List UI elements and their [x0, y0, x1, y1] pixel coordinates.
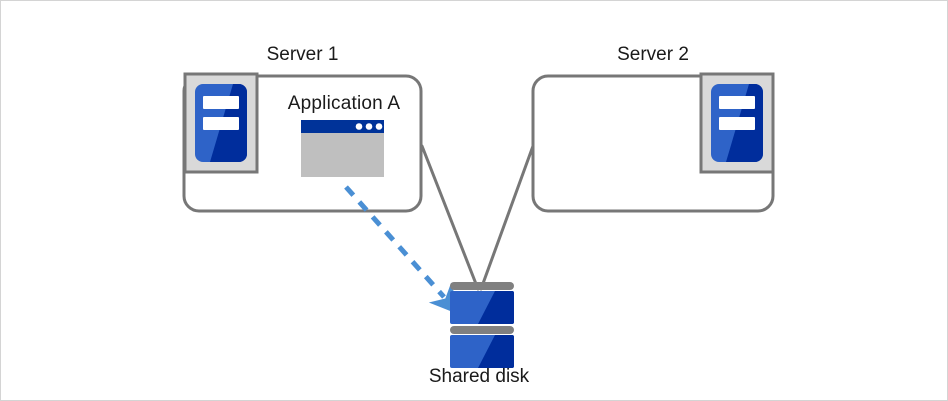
- server-icon: [183, 72, 259, 174]
- server-icon: [699, 72, 775, 174]
- connector-server1-to-disk: [420, 144, 480, 291]
- shared-disk-label: Shared disk: [428, 366, 530, 387]
- application-label: Application A: [287, 93, 401, 114]
- server2-label: Server 2: [617, 44, 689, 65]
- disk-stack-icon[interactable]: [450, 282, 514, 368]
- server1-label: Server 1: [266, 44, 339, 65]
- application-window-icon[interactable]: [301, 120, 384, 177]
- connector-server2-to-disk: [479, 144, 535, 291]
- application-to-disk-arrow: [344, 185, 460, 315]
